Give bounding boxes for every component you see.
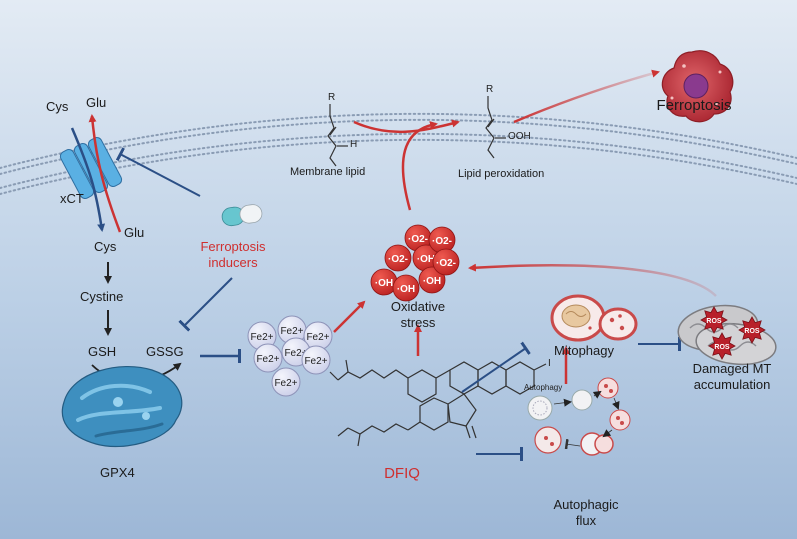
iodine-atom-label: I — [548, 358, 551, 369]
ros-burst-label: ROS — [714, 344, 730, 351]
ros-radical-label: ·O2- — [436, 258, 456, 269]
lipid-h-label: H — [350, 139, 358, 150]
iron-ion: Fe2+ — [253, 343, 283, 373]
iron-ion-label: Fe2+ — [306, 332, 329, 343]
pill-icon — [221, 204, 263, 227]
ros-burst: ROS — [700, 306, 728, 334]
iron-ion-label: Fe2+ — [256, 354, 279, 365]
iron-ion-label: Fe2+ — [274, 378, 297, 389]
iron-ion: Fe2+ — [271, 367, 301, 397]
gpx4-label: GPX4 — [100, 465, 135, 480]
ros-burst: ROS — [708, 332, 736, 360]
glu-bottom-label: Glu — [124, 225, 145, 240]
ooh-label: OOH — [508, 131, 531, 142]
damaged-mt-to-stress-arrow — [468, 263, 717, 297]
cys-bottom-label: Cys — [94, 239, 117, 254]
glu-top-label: Glu — [86, 95, 107, 110]
inducers-inhibit-xct — [115, 147, 201, 197]
iron-ion: Fe2+ — [247, 321, 277, 351]
oxidative-stress-line2: stress — [400, 315, 436, 330]
membrane-lipid-label: Membrane lipid — [290, 166, 366, 178]
ros-burst-label: ROS — [706, 318, 722, 325]
ros-radical-label: ·OH — [423, 276, 441, 287]
iron-ion-cluster: Fe2+Fe2+Fe2+Fe2+Fe2+Fe2+Fe2+ — [247, 315, 333, 397]
gsh-label: GSH — [88, 344, 117, 359]
cystine-label: Cystine — [80, 289, 124, 304]
peroxidized-lipid-r-label: R — [486, 84, 494, 95]
mitophagy-icon — [550, 294, 638, 342]
gssg-label: GSSG — [146, 344, 184, 359]
xct-label: xCT — [60, 191, 84, 206]
dfiq-molecule-structure — [329, 359, 547, 447]
ferroptosis-inducers-line1: Ferroptosis — [200, 239, 266, 254]
iron-ion-label: Fe2+ — [280, 326, 303, 337]
autophagy-inset-title: Autophagy — [524, 383, 563, 392]
iron-to-stress-arrow — [333, 300, 366, 333]
ros-cluster: ·O2-·O2-·OH·O2-·OH·OH·OH·O2- — [370, 224, 460, 302]
ferroptotic-cell-icon — [661, 50, 734, 123]
stress-to-peroxidation-arrow — [401, 121, 438, 211]
damaged-mt-line2: accumulation — [693, 377, 771, 392]
iron-ion-label: Fe2+ — [304, 356, 327, 367]
iron-ion-label: Fe2+ — [284, 348, 307, 359]
inducers-inhibit-gpx4 — [178, 277, 233, 332]
ros-radical: ·O2- — [428, 226, 456, 254]
ros-radical: ·OH — [418, 266, 446, 294]
ros-radical-label: ·OH — [397, 284, 415, 295]
ferroptosis-inducers-line2: inducers — [208, 255, 258, 270]
lipid-r-label: R — [328, 92, 336, 103]
ros-radical: ·O2- — [432, 248, 460, 276]
ros-burst-label: ROS — [744, 328, 760, 335]
ros-burst: ROS — [738, 316, 766, 344]
ros-radical-label: ·O2- — [408, 234, 428, 245]
ros-burst-group: ROS ROS ROS — [700, 306, 766, 360]
ros-radical-label: ·OH — [417, 254, 435, 265]
oxidative-stress-line1: Oxidative — [390, 299, 446, 314]
autophagic-flux-line1: Autophagic — [553, 497, 619, 512]
ferroptosis-label: Ferroptosis — [656, 97, 732, 114]
glu-export-arrow — [88, 114, 122, 233]
lipid-peroxidation-label: Lipid peroxidation — [458, 168, 545, 180]
lipid-to-peroxidation-arrow — [353, 119, 460, 134]
ros-radical: ·OH — [392, 274, 420, 302]
iron-ion: Fe2+ — [301, 345, 331, 375]
dfiq-label: DFIQ — [384, 465, 420, 482]
cys-top-label: Cys — [46, 99, 69, 114]
mitophagy-label: Mitophagy — [554, 343, 614, 358]
peroxidation-to-ferroptosis-arrow — [513, 69, 660, 124]
ros-radical-label: ·O2- — [388, 254, 408, 265]
gpx4-protein-icon — [61, 366, 183, 448]
membrane-lipid-structure — [327, 104, 348, 167]
autophagy-cycle-inset — [527, 377, 631, 456]
dfiq-inhibit-mitophagy — [461, 341, 531, 393]
damaged-mt-line1: Damaged MT — [692, 361, 772, 376]
ros-radical-label: ·OH — [375, 278, 393, 289]
iron-ion-label: Fe2+ — [250, 332, 273, 343]
peroxidized-lipid-structure — [485, 96, 506, 159]
ros-radical: ·O2- — [384, 244, 412, 272]
ros-radical-label: ·O2- — [432, 236, 452, 247]
autophagic-flux-line2: flux — [575, 513, 597, 528]
cys-import-arrow — [70, 127, 106, 232]
